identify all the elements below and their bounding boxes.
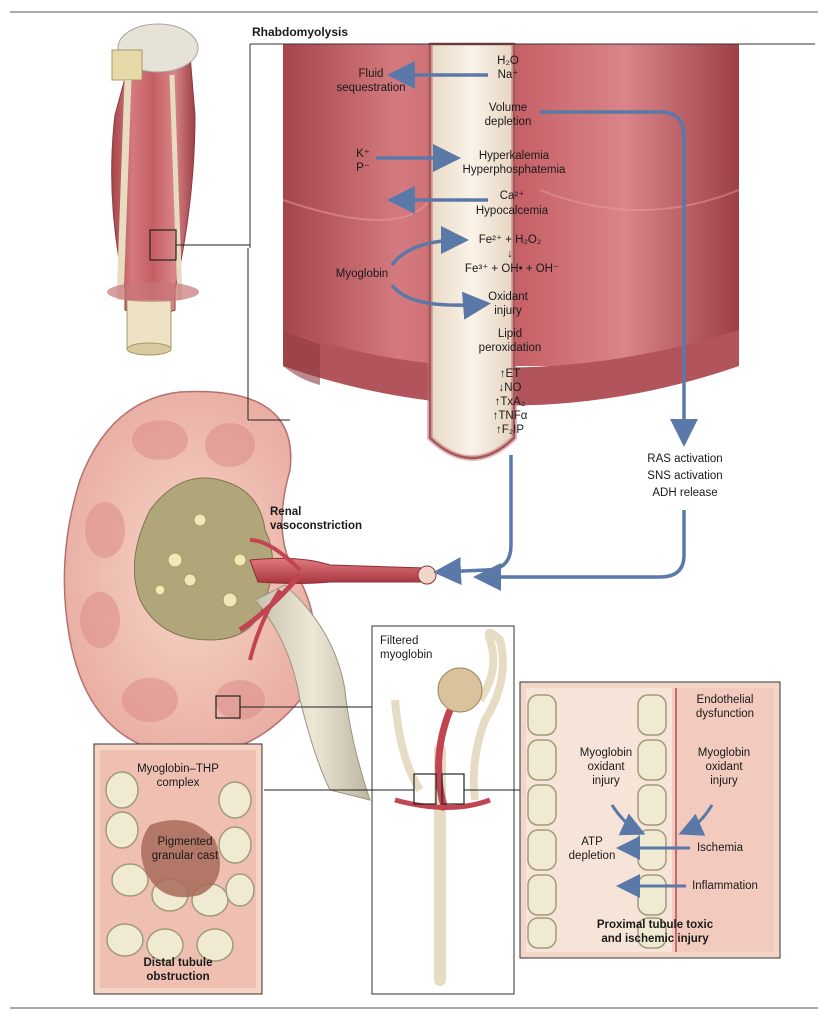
oxidant-left-line-3: injury xyxy=(592,775,620,787)
oxidant-right-line-2: oxidant xyxy=(705,761,743,773)
atp-depletion-label: ATP depletion xyxy=(560,835,624,863)
oxidant-right-line-3: injury xyxy=(710,775,738,787)
pigmented-cast-line-2: granular cast xyxy=(151,850,219,862)
pigmented-cast-label: Pigmented granular cast xyxy=(130,835,240,863)
hyperphosphatemia-label: Hyperphosphatemia xyxy=(462,164,566,176)
oxidant-injury-right-label: Myoglobin oxidant injury xyxy=(684,746,764,788)
hypocalcemia-label: Hypocalcemia xyxy=(475,205,549,217)
h2o-label: H₂O xyxy=(497,55,519,67)
lipid-peroxidation-line-1: Lipid xyxy=(497,328,523,340)
pathway-arrows xyxy=(376,61,698,591)
mediator-tnfa: ↑TNFα xyxy=(492,410,528,422)
renal-vasoconstriction-label: Renal vasoconstriction xyxy=(270,505,362,533)
atp-line-2: depletion xyxy=(568,850,616,862)
ischemia-label: Ischemia xyxy=(696,842,744,854)
myoglobin-thp-line-1: Myoglobin–THP xyxy=(137,763,219,775)
fluid-sequestration-line-1: Fluid xyxy=(358,68,384,80)
calcium-label: Ca²⁺ xyxy=(499,190,525,202)
proximal-tubule-panel xyxy=(519,681,781,959)
small-muscle xyxy=(107,23,250,356)
fenton-arrow-label: ↓ xyxy=(507,248,513,260)
oxidant-injury-left-label: Myoglobin oxidant injury xyxy=(566,746,646,788)
volume-depletion-line-2: depletion xyxy=(484,116,532,128)
nephron-panel xyxy=(264,625,520,995)
volume-depletion-line-1: Volume xyxy=(488,102,528,114)
na-label: Na⁺ xyxy=(497,69,519,81)
mediator-no: ↓NO xyxy=(498,382,522,394)
oxidant-injury-line-1: Oxidant xyxy=(488,291,528,303)
oxidant-injury-label: Oxidant injury xyxy=(476,290,540,318)
volume-depletion-label: Volume depletion xyxy=(476,101,540,129)
oxidant-left-line-1: Myoglobin xyxy=(579,747,633,759)
proximal-tubule-caption: Proximal tubule toxic and ischemic injur… xyxy=(580,918,730,946)
mediator-et: ↑ET xyxy=(499,368,521,380)
adh-release-label: ADH release xyxy=(652,487,718,499)
endothelial-line-2: dysfunction xyxy=(695,708,755,720)
proximal-caption-line-2: and ischemic injury xyxy=(601,933,709,945)
oxidant-right-line-1: Myoglobin xyxy=(697,747,751,759)
ras-activation-label: RAS activation xyxy=(647,453,723,465)
fenton-top-label: Fe²⁺ + H₂O₂ xyxy=(478,234,542,246)
fluid-sequestration-label: Fluid sequestration xyxy=(332,67,410,95)
mediator-txa2: ↑TxA₂ xyxy=(494,396,526,408)
hyperkalemia-label: Hyperkalemia xyxy=(478,150,550,162)
endothelial-dysfunction-label: Endothelial dysfunction xyxy=(678,693,772,721)
myoglobin-label: Myoglobin xyxy=(335,268,389,280)
myoglobin-thp-line-2: complex xyxy=(156,777,200,789)
filtered-myoglobin-line-2: myoglobin xyxy=(380,649,433,661)
mediator-f2ip: ↑F₂IP xyxy=(495,424,525,436)
oxidant-left-line-2: oxidant xyxy=(587,761,625,773)
systemic-response: RAS activation SNS activation ADH releas… xyxy=(630,451,740,502)
phosphate-label: P⁻ xyxy=(356,162,370,174)
oxidant-injury-line-2: injury xyxy=(494,305,522,317)
renal-vasoconstriction-line-2: vasoconstriction xyxy=(270,520,363,532)
renal-vasoconstriction-line-1: Renal xyxy=(270,506,302,518)
distal-tubule-panel xyxy=(93,743,263,995)
endothelial-line-1: Endothelial xyxy=(696,694,754,706)
filtered-myoglobin-label: Filtered myoglobin xyxy=(380,634,432,662)
diagram-title: Rhabdomyolysis xyxy=(252,25,349,39)
filtered-myoglobin-line-1: Filtered xyxy=(380,635,419,647)
proximal-caption-line-1: Proximal tubule toxic xyxy=(596,919,714,931)
distal-caption-line-1: Distal tubule xyxy=(143,957,213,969)
myoglobin-thp-label: Myoglobin–THP complex xyxy=(118,762,238,790)
potassium-label: K⁺ xyxy=(356,148,370,160)
lipid-peroxidation-label: Lipid peroxidation xyxy=(468,327,552,355)
pigmented-cast-line-1: Pigmented xyxy=(157,836,213,848)
mediators-list: ↑ET ↓NO ↑TxA₂ ↑TNFα ↑F₂IP xyxy=(472,367,548,437)
fenton-bottom-label: Fe³⁺ + OH• + OH⁻ xyxy=(464,263,560,275)
sns-activation-label: SNS activation xyxy=(647,470,723,482)
fluid-sequestration-line-2: sequestration xyxy=(336,82,406,94)
inflammation-label: Inflammation xyxy=(692,880,758,892)
lipid-peroxidation-line-2: peroxidation xyxy=(478,342,542,354)
distal-tubule-caption: Distal tubule obstruction xyxy=(118,956,238,984)
distal-caption-line-2: obstruction xyxy=(146,971,210,983)
atp-line-1: ATP xyxy=(581,836,603,848)
